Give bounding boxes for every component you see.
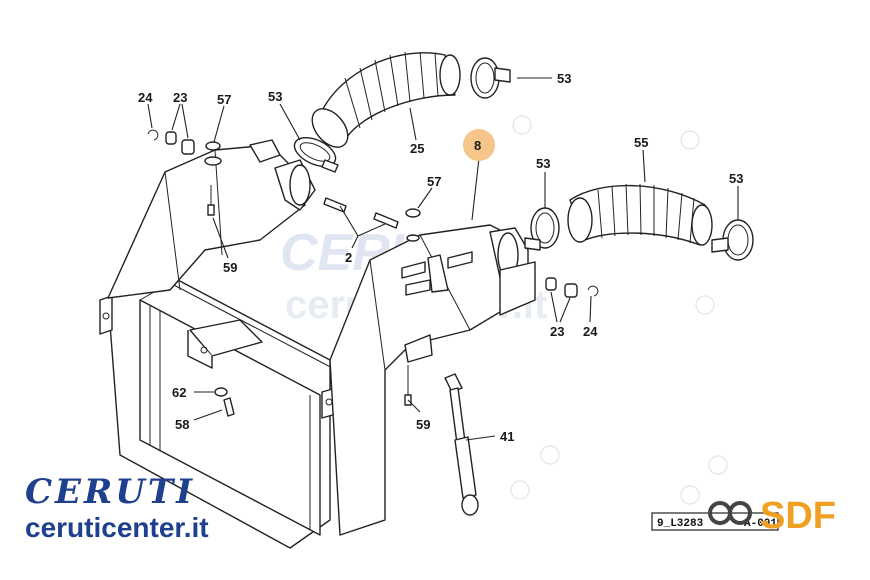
intercooler-core <box>99 267 341 549</box>
hardware-small <box>147 129 599 417</box>
sdf-logo-icon <box>708 501 752 525</box>
callout-2[interactable]: 2 <box>345 250 352 265</box>
callout-57[interactable]: 57 <box>427 174 441 189</box>
ceruti-brand: CERUTI ceruticenter.it <box>25 472 209 543</box>
sdf-logo-text: SDF <box>760 495 836 537</box>
callout-labels: 24 23 57 53 25 53 8 57 53 55 53 2 59 23 … <box>138 71 743 444</box>
callout-24[interactable]: 24 <box>583 324 598 339</box>
ceruti-logo: CERUTI <box>25 472 195 512</box>
callout-24[interactable]: 24 <box>138 90 153 105</box>
callout-55[interactable]: 55 <box>634 135 648 150</box>
clamp-53-left <box>293 136 339 173</box>
callout-53[interactable]: 53 <box>729 171 743 186</box>
callout-62[interactable]: 62 <box>172 385 186 400</box>
callout-8[interactable]: 8 <box>474 138 481 153</box>
callout-25[interactable]: 25 <box>410 141 424 156</box>
clamp-53-mid <box>524 207 560 251</box>
callout-53[interactable]: 53 <box>536 156 550 171</box>
drawing-code-suffix: A-001 <box>744 518 777 530</box>
callout-8-highlight <box>463 129 495 161</box>
leader-lines <box>147 77 739 441</box>
left-air-tank <box>107 139 316 299</box>
callout-23[interactable]: 23 <box>550 324 564 339</box>
callout-41[interactable]: 41 <box>500 429 514 444</box>
sdf-watermark-icons <box>510 115 728 505</box>
callout-53[interactable]: 53 <box>268 89 282 104</box>
callout-53[interactable]: 53 <box>557 71 571 86</box>
sdf-logo: SDF <box>708 495 836 537</box>
right-air-tank <box>329 224 536 536</box>
drawing-code: 9_L3283 <box>657 518 704 530</box>
callout-23[interactable]: 23 <box>173 90 187 105</box>
ceruti-site[interactable]: ceruticenter.it <box>25 512 209 543</box>
callout-59[interactable]: 59 <box>416 417 430 432</box>
clamp-53-top <box>470 57 511 99</box>
callout-58[interactable]: 58 <box>175 417 189 432</box>
callout-57[interactable]: 57 <box>217 92 231 107</box>
callout-59[interactable]: 59 <box>223 260 237 275</box>
clamp-53-right <box>711 219 754 261</box>
hose-25 <box>311 51 461 148</box>
hose-55 <box>567 183 713 246</box>
gas-strut-41 <box>444 373 479 516</box>
